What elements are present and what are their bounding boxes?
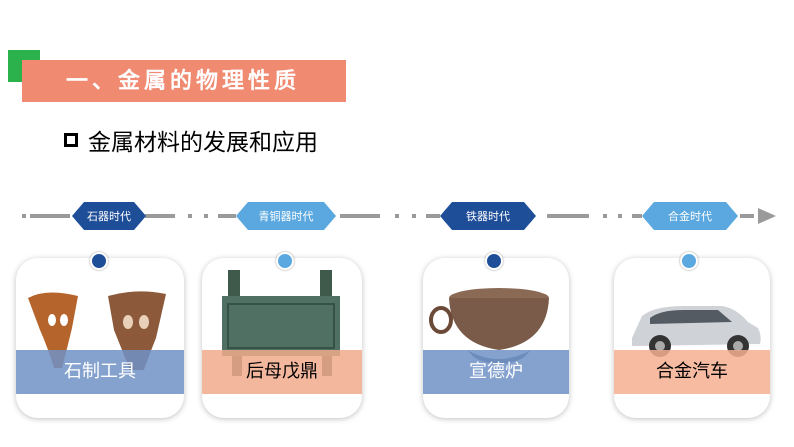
section-title: 一、金属的物理性质 xyxy=(22,60,346,102)
era-label: 铁器时代 xyxy=(466,210,510,223)
card-alloy-car: 合金汽车 xyxy=(614,258,770,418)
card-label: 后母戊鼎 xyxy=(202,350,362,394)
timeline-dot xyxy=(276,252,294,270)
card-bronze-ding: 后母戊鼎 xyxy=(202,258,362,418)
card-label: 合金汽车 xyxy=(614,350,770,394)
bronze-ding-icon xyxy=(222,270,340,376)
era-label: 青铜器时代 xyxy=(258,210,314,223)
era-alloy-age: 合金时代 xyxy=(642,202,738,230)
timeline-line xyxy=(22,208,776,224)
subtitle-text: 金属材料的发展和应用 xyxy=(88,130,318,156)
car-icon xyxy=(632,306,761,357)
square-bullet-icon xyxy=(64,133,78,147)
timeline-dot xyxy=(90,252,108,270)
stone-tools-icon xyxy=(28,291,166,370)
era-label: 石器时代 xyxy=(87,210,131,223)
subtitle-row: 金属材料的发展和应用 xyxy=(64,124,318,156)
era-label: 合金时代 xyxy=(668,210,712,223)
timeline-dot xyxy=(485,252,503,270)
card-label: 石制工具 xyxy=(16,350,184,394)
xuande-censer-icon xyxy=(429,288,549,364)
timeline-dot xyxy=(680,252,698,270)
card-stone-tools: 石制工具 xyxy=(16,258,184,418)
era-iron-age: 铁器时代 xyxy=(440,202,536,230)
era-stone-age: 石器时代 xyxy=(72,202,146,230)
card-xuande-censer: 宣德炉 xyxy=(423,258,569,418)
card-label: 宣德炉 xyxy=(423,350,569,394)
era-bronze-age: 青铜器时代 xyxy=(236,202,336,230)
